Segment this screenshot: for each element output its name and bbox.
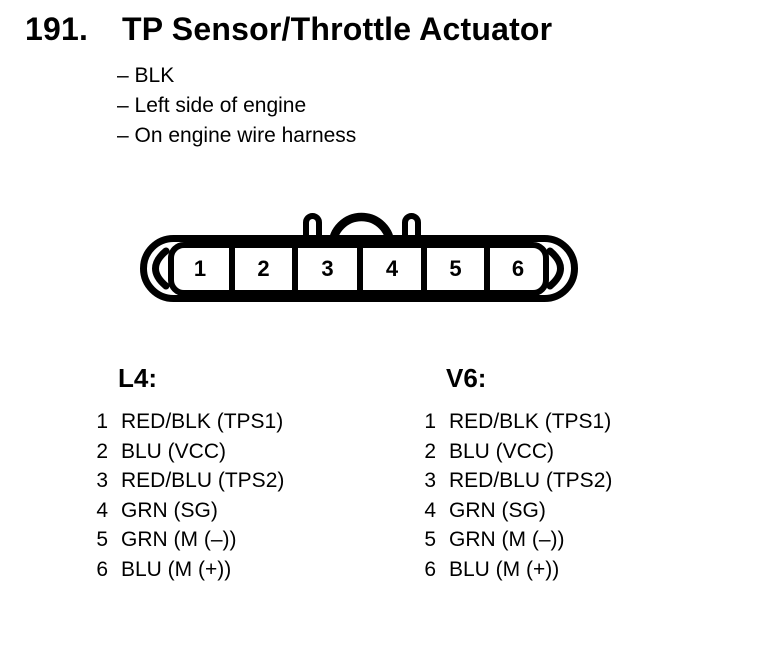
pinout-v6: V6: 1 RED/BLK (TPS1) 2 BLU (VCC) 3 RED/B… bbox=[423, 363, 723, 584]
pin-description: GRN (M (–)) bbox=[449, 528, 565, 551]
pin-number: 1 bbox=[96, 410, 108, 433]
pin-description: RED/BLU (TPS2) bbox=[449, 469, 613, 492]
connector-end-arc-right bbox=[546, 247, 564, 290]
pinout-l4: L4: 1 RED/BLK (TPS1) 2 BLU (VCC) 3 RED/B… bbox=[95, 363, 395, 584]
pin-description: RED/BLK (TPS1) bbox=[121, 410, 284, 433]
connector-end-arc-left bbox=[152, 247, 170, 290]
pin-description: GRN (SG) bbox=[121, 498, 218, 522]
note-color: – BLK bbox=[117, 64, 175, 87]
pin-number: 4 bbox=[424, 498, 436, 522]
pin-number: 5 bbox=[424, 528, 436, 551]
pin-description: BLU (M (+)) bbox=[121, 557, 232, 581]
pin-description: GRN (SG) bbox=[449, 498, 546, 522]
pin-cell-5: 5 bbox=[449, 256, 461, 281]
pin-number: 3 bbox=[96, 469, 108, 492]
pin-cell-2: 2 bbox=[257, 256, 269, 281]
pin-cell-1: 1 bbox=[194, 256, 206, 281]
pin-row: 6 BLU (M (+)) bbox=[95, 555, 395, 585]
pin-row: 4 GRN (SG) bbox=[95, 496, 395, 526]
connector-svg: 1 2 3 4 5 6 bbox=[140, 212, 578, 302]
pin-number: 4 bbox=[96, 498, 108, 522]
pin-row: 6 BLU (M (+)) bbox=[423, 555, 723, 585]
pin-row: 4 GRN (SG) bbox=[423, 496, 723, 526]
pin-number: 3 bbox=[424, 469, 436, 492]
pin-row: 5 GRN (M (–)) bbox=[423, 525, 723, 555]
pin-description: RED/BLU (TPS2) bbox=[121, 469, 285, 492]
engine-heading-v6: V6: bbox=[446, 363, 487, 393]
pin-number: 6 bbox=[424, 557, 436, 581]
pin-cell-4: 4 bbox=[386, 256, 399, 281]
pin-number: 2 bbox=[96, 439, 108, 463]
pin-row: 5 GRN (M (–)) bbox=[95, 525, 395, 555]
engine-heading-l4: L4: bbox=[118, 363, 157, 393]
pin-list-v6: 1 RED/BLK (TPS1) 2 BLU (VCC) 3 RED/BLU (… bbox=[423, 407, 723, 584]
page-title-row: 191. TP Sensor/Throttle Actuator bbox=[25, 10, 552, 48]
pin-cell-6: 6 bbox=[512, 256, 524, 281]
notes-list: – BLK – Left side of engine – On engine … bbox=[117, 61, 356, 151]
pin-number: 1 bbox=[424, 410, 436, 433]
pin-row: 3 RED/BLU (TPS2) bbox=[423, 466, 723, 496]
pin-description: RED/BLK (TPS1) bbox=[449, 410, 612, 433]
item-number: 191. bbox=[25, 11, 89, 47]
pin-description: BLU (VCC) bbox=[121, 439, 227, 463]
page-title: TP Sensor/Throttle Actuator bbox=[122, 11, 553, 47]
connector-diagram: 1 2 3 4 5 6 bbox=[128, 190, 592, 320]
pin-description: BLU (M (+)) bbox=[449, 557, 560, 581]
pin-row: 3 RED/BLU (TPS2) bbox=[95, 466, 395, 496]
pin-row: 2 BLU (VCC) bbox=[95, 437, 395, 467]
pin-row: 2 BLU (VCC) bbox=[423, 437, 723, 467]
note-location: – Left side of engine bbox=[117, 94, 307, 117]
note-harness: – On engine wire harness bbox=[117, 124, 357, 147]
pin-list-l4: 1 RED/BLK (TPS1) 2 BLU (VCC) 3 RED/BLU (… bbox=[95, 407, 395, 584]
pin-description: GRN (M (–)) bbox=[121, 528, 237, 551]
pin-cell-3: 3 bbox=[321, 256, 333, 281]
pin-description: BLU (VCC) bbox=[449, 439, 555, 463]
pin-number: 5 bbox=[96, 528, 108, 551]
pin-number: 6 bbox=[96, 557, 108, 581]
pin-row: 1 RED/BLK (TPS1) bbox=[423, 407, 723, 437]
pin-row: 1 RED/BLK (TPS1) bbox=[95, 407, 395, 437]
pin-number: 2 bbox=[424, 439, 436, 463]
